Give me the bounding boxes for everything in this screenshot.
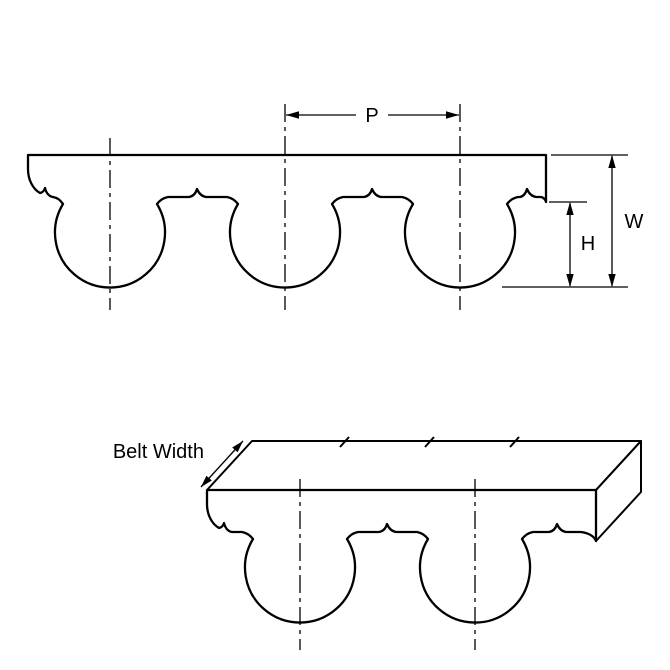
pitch-label: P [365,105,378,127]
belt-end-face [595,440,642,542]
height-arrow-down-icon [566,274,574,287]
belt-width-label: Belt Width [113,441,204,463]
belt-width-arrowhead-up-icon [232,441,243,453]
seam-tick-2 [424,436,435,448]
belt-width-arrowhead-down-icon [201,475,212,487]
width-arrow-down-icon [608,274,616,287]
width-label: W [625,211,644,233]
height-arrow-up-icon [566,202,574,215]
pitch-arrow-right-icon [446,111,459,119]
seam-tick-1 [339,436,350,448]
belt-top-surface [206,440,642,491]
belt-cross-section-profile [26,153,548,289]
belt-front-profile [205,488,598,624]
height-label: H [581,233,595,255]
seam-tick-3 [509,436,520,448]
width-arrow-up-icon [608,155,616,168]
pitch-arrow-left-icon [286,111,299,119]
